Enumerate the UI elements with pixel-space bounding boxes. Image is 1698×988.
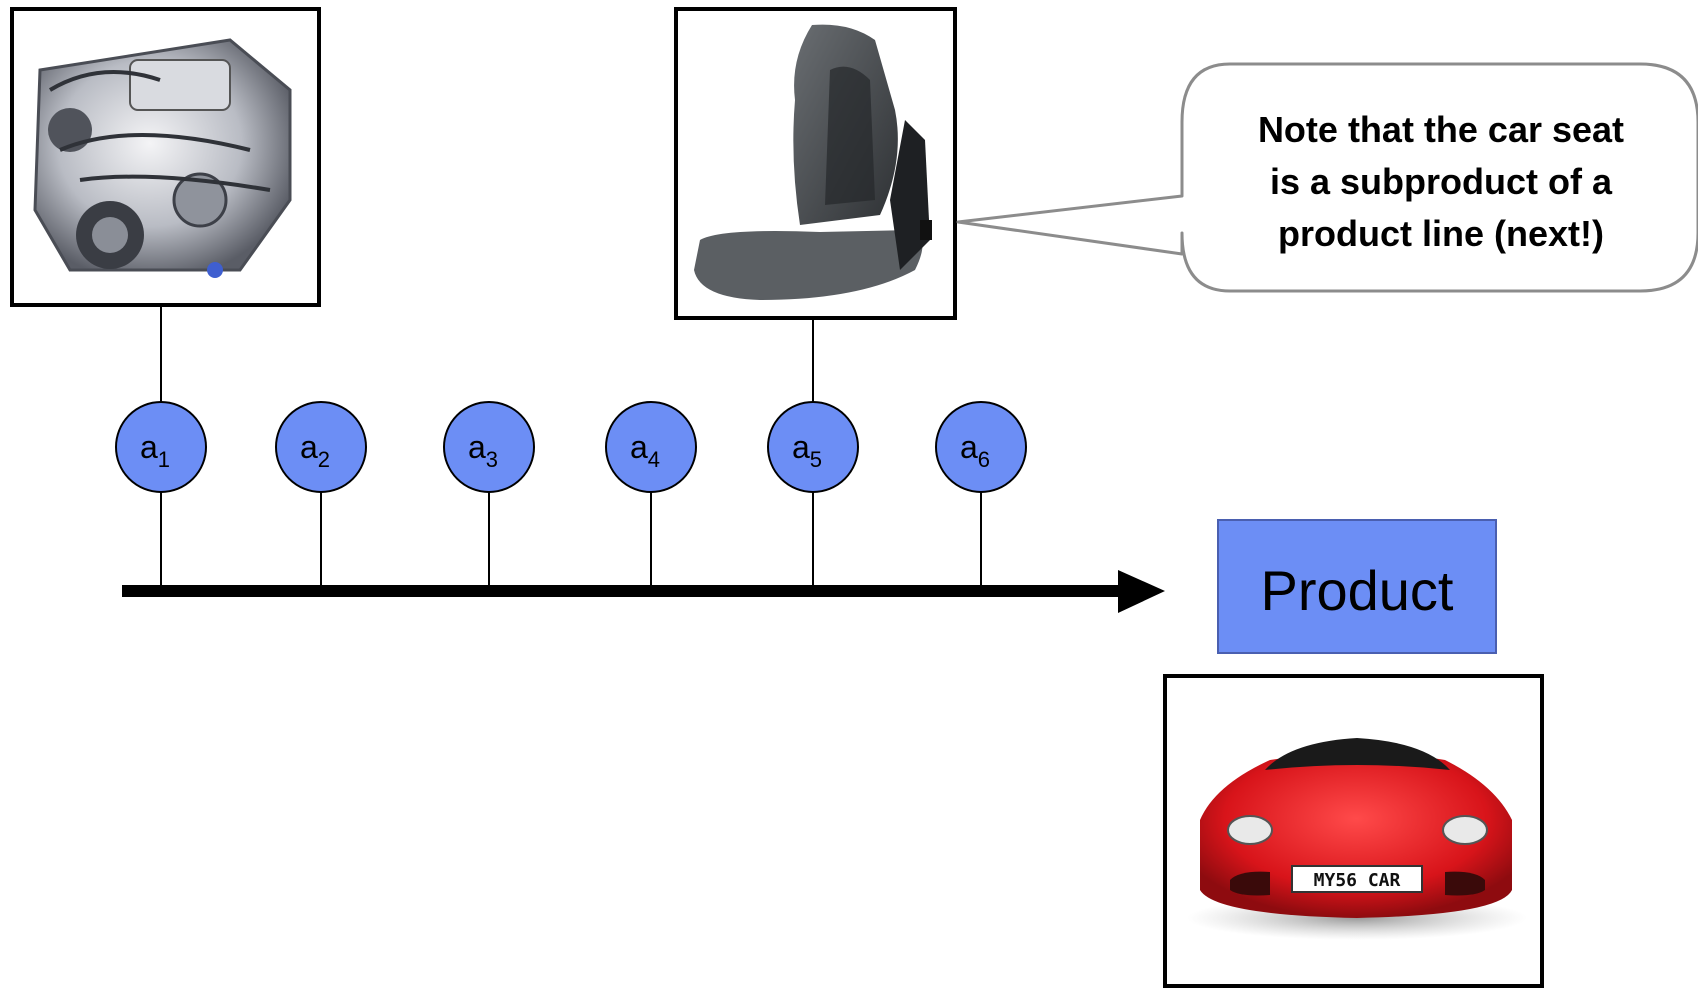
activity-node: a1: [115, 401, 207, 585]
callout-line-2: is a subproduct of a: [1270, 161, 1613, 202]
timeline-arrow: [122, 570, 1165, 613]
node-circle: [275, 401, 367, 493]
node-circle: [605, 401, 697, 493]
product-box: Product: [1217, 519, 1497, 654]
node-label: a4: [630, 429, 660, 472]
node-label: a3: [468, 429, 498, 472]
node-circle: [767, 401, 859, 493]
car-seat-image-box: [674, 7, 957, 320]
engine-image-box: [10, 7, 321, 307]
node-label: a2: [300, 429, 330, 472]
activity-node: a4: [605, 401, 697, 585]
activity-node: a3: [443, 401, 535, 585]
node-circle: [443, 401, 535, 493]
node-label: a6: [960, 429, 990, 472]
product-label: Product: [1261, 559, 1454, 622]
activity-node: a5: [767, 401, 859, 585]
callout-line-3: product line (next!): [1278, 213, 1604, 254]
activity-nodes: a1 a2 a3 a4 a5 a6: [115, 401, 1027, 585]
node-circle: [935, 401, 1027, 493]
activity-node: a6: [935, 401, 1027, 585]
car-seat-image: [694, 24, 932, 300]
callout-line-1: Note that the car seat: [1258, 109, 1624, 150]
node-label: a5: [792, 429, 822, 472]
callout-bubble: Note that the car seat is a subproduct o…: [956, 62, 1698, 293]
engine-image: [33, 38, 292, 278]
car-image-box: MY56 CAR: [1163, 674, 1544, 988]
node-circle: [115, 401, 207, 493]
node-label: a1: [140, 429, 170, 472]
activity-node: a2: [275, 401, 367, 585]
license-plate-text: MY56 CAR: [1314, 870, 1401, 891]
red-car-image: MY56 CAR: [1187, 738, 1527, 940]
